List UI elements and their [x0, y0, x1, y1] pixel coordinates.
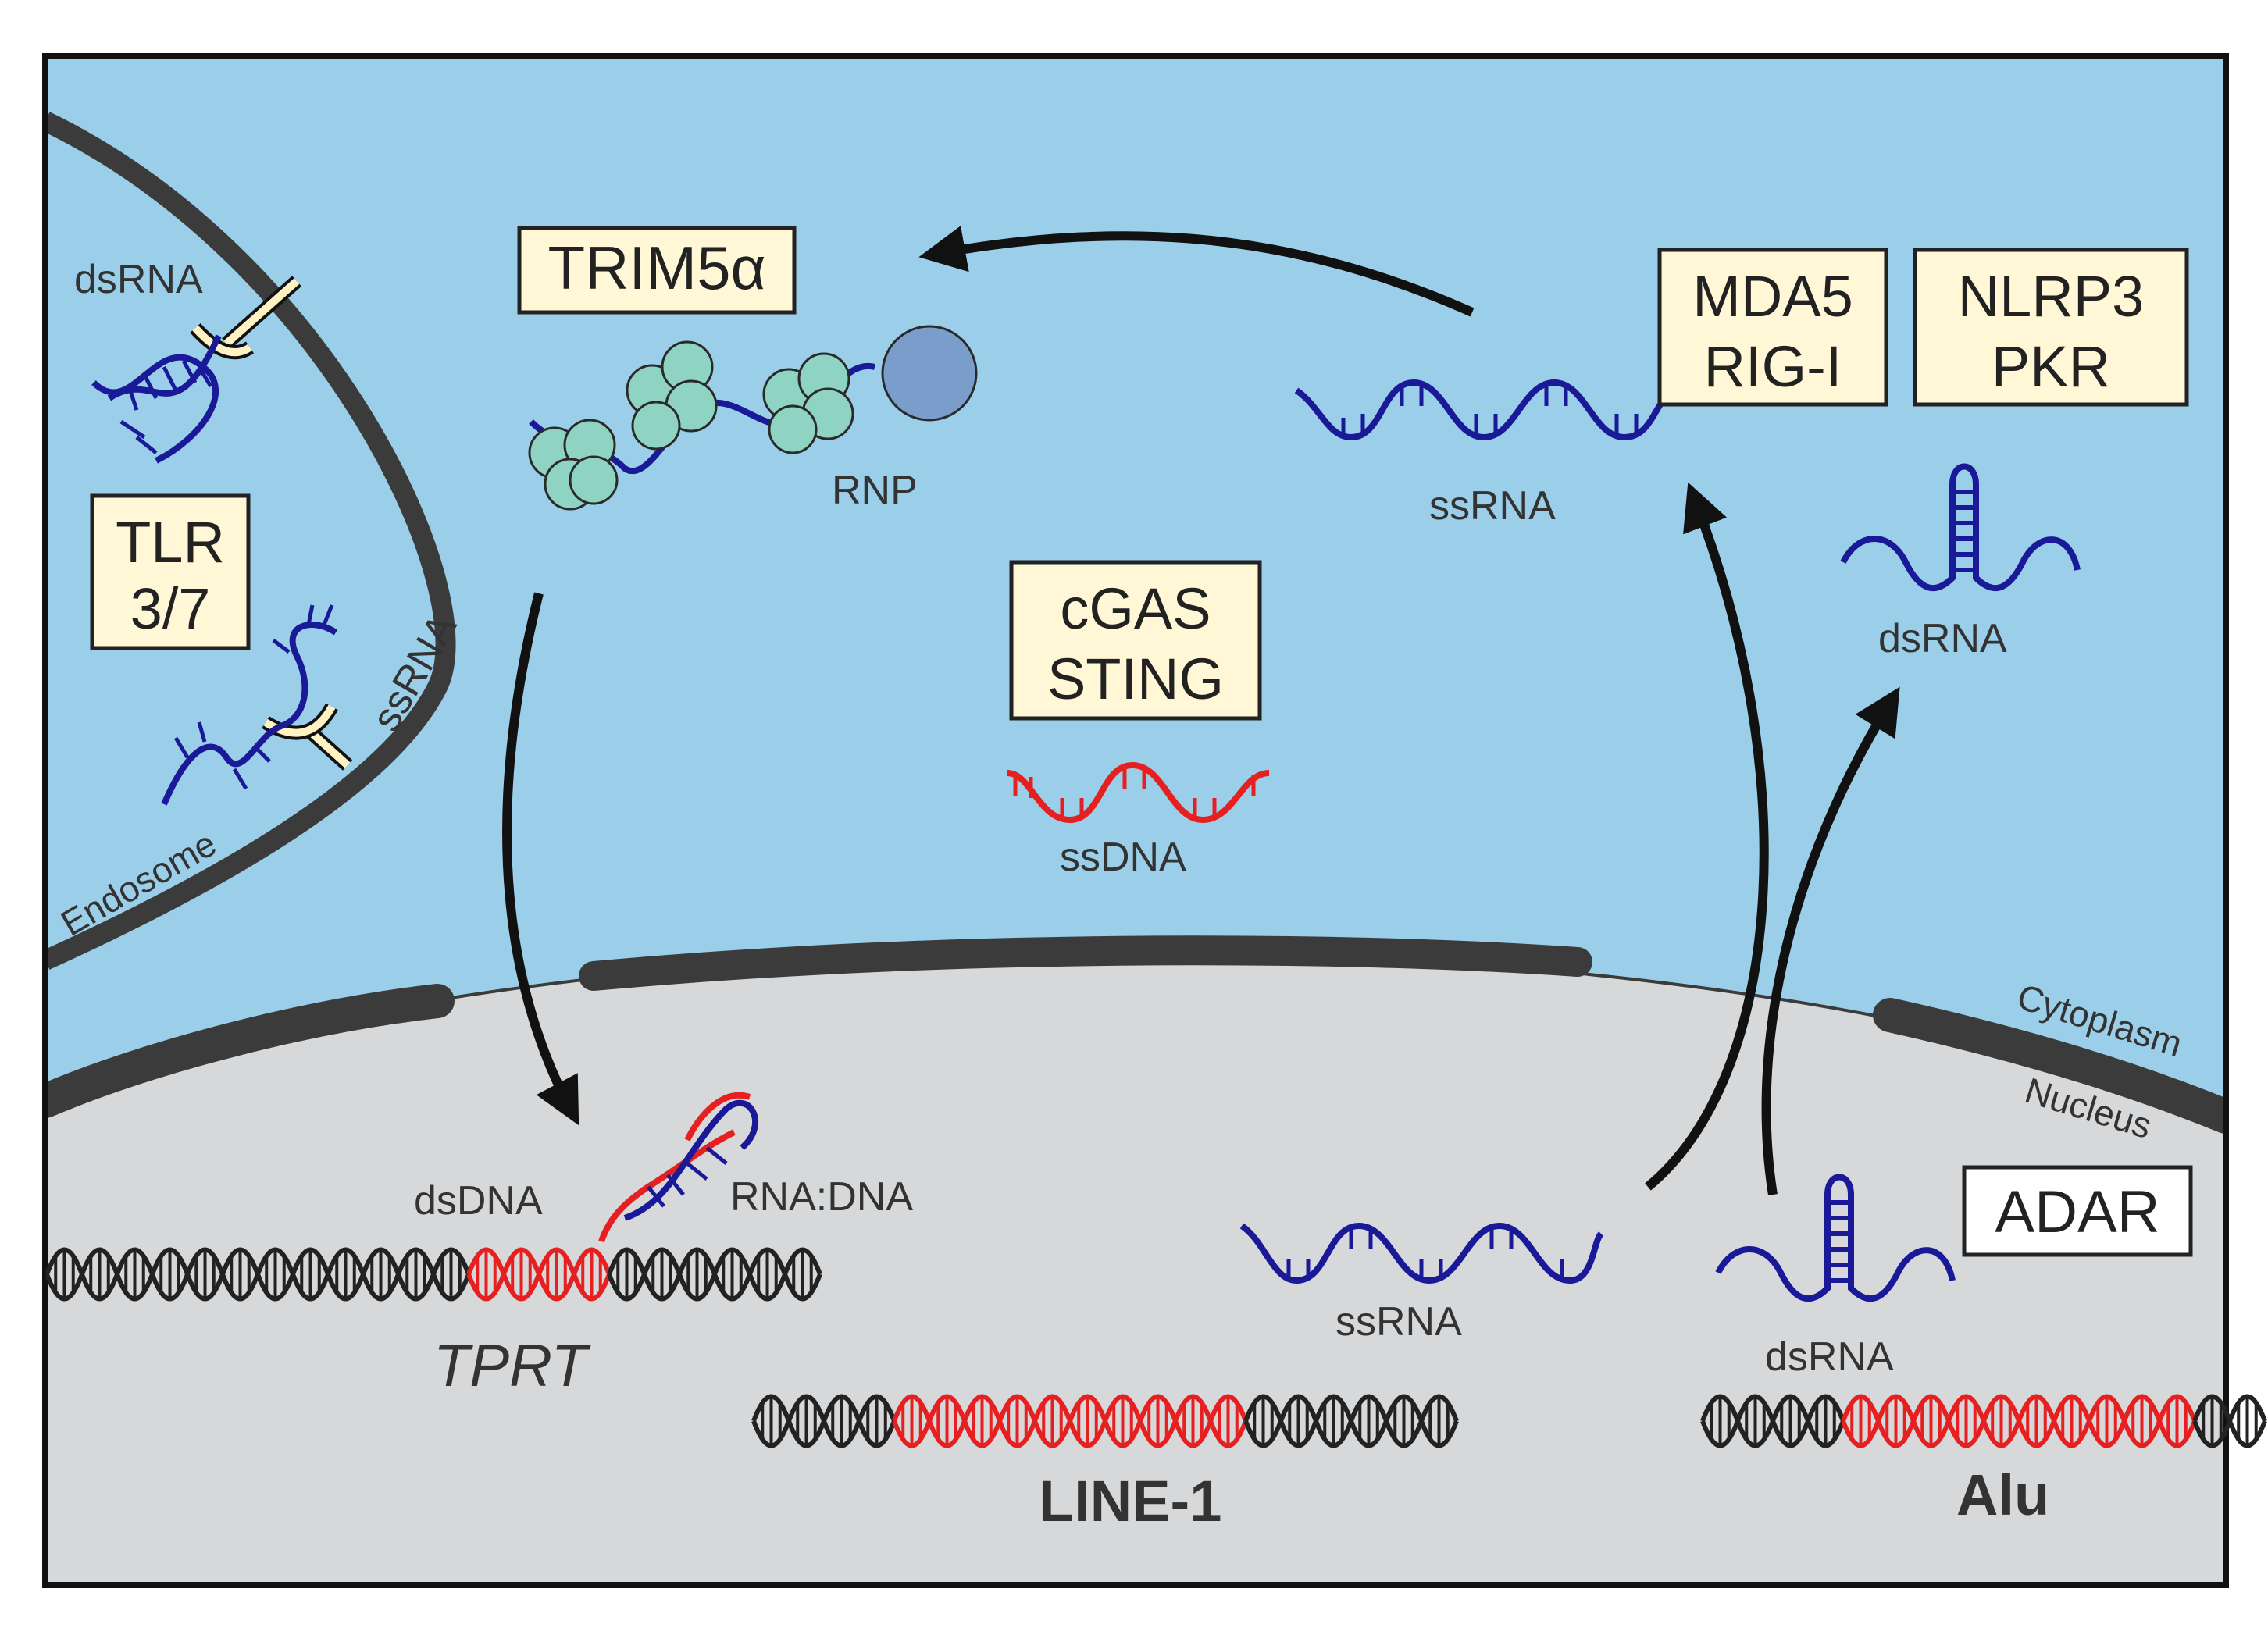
label-ssrna-cytoplasm: ssRNA [1429, 483, 1556, 529]
endosome-membrane [45, 112, 456, 970]
genome-dna-left [45, 1247, 822, 1302]
label-tprt: TPRT [433, 1333, 591, 1399]
trim5a-label: TRIM5α [547, 233, 765, 302]
envelope-segment-left [45, 984, 455, 1118]
envelope-segment-right [1873, 998, 2226, 1134]
tlr-box: TLR 3/7 [90, 493, 251, 650]
nucleus-ssrna-bases [1286, 1227, 1564, 1279]
label-rnp: RNP [832, 468, 918, 513]
cytoplasm-dsrna-molecule [1840, 463, 2081, 592]
genome-dna-alu [1700, 1394, 2267, 1448]
label-alu: Alu [1956, 1462, 2049, 1527]
label-dsdna: dsDNA [414, 1178, 543, 1224]
genome-dna-line1 [751, 1394, 1459, 1448]
receptor-dsrna [190, 276, 301, 360]
adar-box: ADAR [1962, 1165, 2193, 1257]
cgas-box: cGAS STING [1009, 560, 1262, 721]
trim5a-proteins [528, 340, 854, 511]
cytoplasm-ssrna-molecule [1294, 379, 1680, 441]
label-ssdna: ssDNA [1060, 835, 1186, 880]
nlrp3-label-line1: NLRP3 [1958, 264, 2145, 329]
ssdna-molecule [1007, 761, 1270, 824]
label-ssrna-nucleus: ssRNA [1335, 1299, 1462, 1345]
label-rna-dna: RNA:DNA [730, 1174, 913, 1220]
endosome-ssrna-bases [173, 604, 334, 790]
rna-dna-hybrid [598, 1092, 759, 1243]
nucleus-ssrna-molecule [1239, 1222, 1604, 1284]
label-line1: LINE-1 [1039, 1469, 1221, 1533]
nucleus-dsrna-molecule [1715, 1174, 1956, 1302]
frame-border [42, 53, 2229, 1588]
tlr-label-line2: 3/7 [130, 576, 211, 641]
cgas-label-line2: STING [1047, 647, 1224, 711]
envelope-segment-center [579, 935, 1592, 991]
label-dsrna-endosome: dsRNA [74, 257, 203, 302]
endosome-dsrna-molecule [91, 334, 222, 464]
trim5a-box: TRIM5α [517, 226, 797, 315]
arrow-nucleus-ssrna-to-cytoplasm [1645, 482, 1769, 1191]
arrow-ssrna-to-trim5a [918, 226, 1475, 317]
rnp-ball [881, 325, 978, 422]
endosome-ssrna-molecule [161, 622, 338, 806]
mda5-box: MDA5 RIG-I [1657, 248, 1888, 407]
tlr-label-line1: TLR [116, 510, 225, 575]
nlrp3-label-line2: PKR [1992, 334, 2110, 399]
cytoplasm-ssrna-bases [1341, 383, 1639, 437]
cgas-label-line1: cGAS [1060, 576, 1211, 641]
nlrp3-box: NLRP3 PKR [1913, 248, 2189, 407]
arrow-rnp-to-nucleus [502, 592, 579, 1126]
adar-label: ADAR [1995, 1179, 2159, 1245]
mda5-label-line2: RIG-I [1704, 334, 1842, 399]
arrow-nucleus-dsrna-to-cytoplasm [1761, 686, 1900, 1195]
mda5-label-line1: MDA5 [1692, 264, 1853, 329]
nucleus-area [45, 950, 2226, 1585]
label-dsrna-cytoplasm: dsRNA [1878, 616, 2007, 661]
ssdna-bases [1013, 767, 1256, 818]
label-dsrna-nucleus: dsRNA [1765, 1334, 1894, 1380]
